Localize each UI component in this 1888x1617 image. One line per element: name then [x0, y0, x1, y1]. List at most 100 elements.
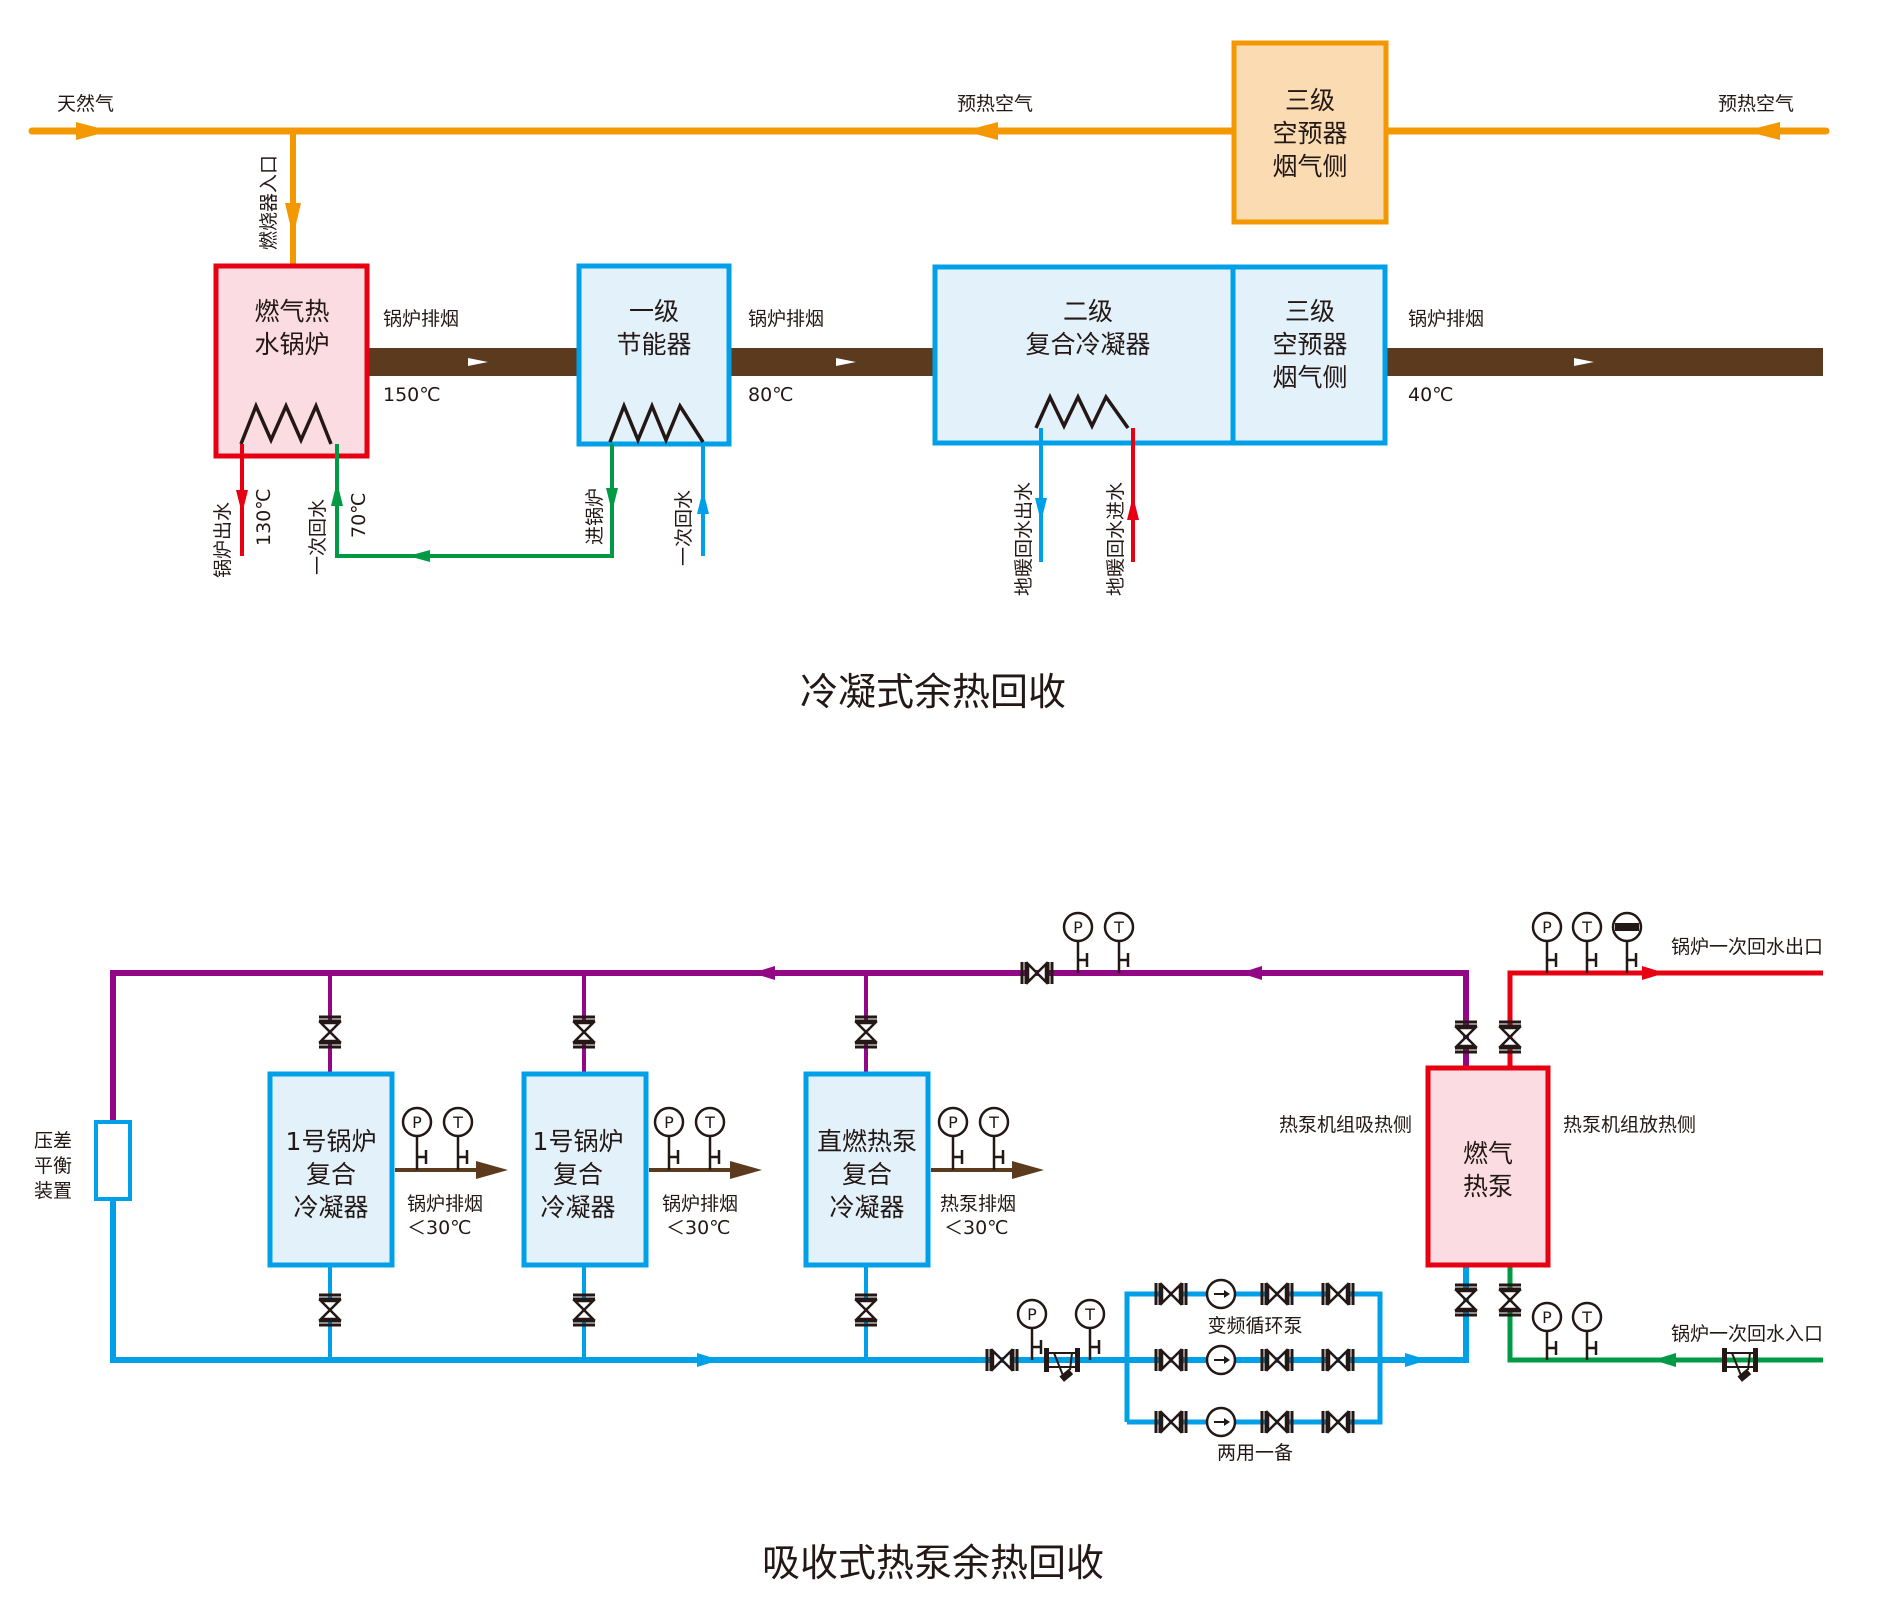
- condenser-1-flue-arrow-icon: [476, 1161, 508, 1179]
- condenser-3-flue-temp: ＜30℃: [944, 1217, 1009, 1239]
- blue-arrow-icon-2: [1405, 1353, 1428, 1367]
- svg-text:P: P: [1073, 918, 1083, 937]
- condenser-3-flue-label: 热泵排烟: [940, 1193, 1016, 1215]
- svg-text:T: T: [1581, 1308, 1592, 1327]
- condenser-1-top-valve-icon[interactable]: [317, 1015, 343, 1049]
- pump-2-inlet-valve-icon[interactable]: [1154, 1347, 1188, 1373]
- burner-inlet-label: 燃烧器入口: [258, 155, 280, 250]
- svg-text:T: T: [1084, 1305, 1095, 1324]
- hp-release-bottom-valve-icon[interactable]: [1497, 1283, 1523, 1317]
- economizer-line-2: 节能器: [616, 330, 691, 359]
- outlet-flow-meter-icon: [1611, 911, 1643, 973]
- primary-return-loop: [335, 444, 614, 558]
- svg-text:T: T: [1113, 918, 1124, 937]
- preheated-air-arrow-icon: [964, 122, 998, 140]
- preheated-air-mid-label: 预热空气: [957, 93, 1033, 115]
- condenser-3-bottom-valve-icon[interactable]: [853, 1293, 879, 1327]
- burner-arrow-icon: [285, 203, 301, 237]
- condenser-3-line-1: 直燃热泵: [817, 1127, 917, 1156]
- condenser-2-bottom-valve-icon[interactable]: [571, 1293, 597, 1327]
- outlet-label: 锅炉一次回水出口: [1671, 936, 1823, 958]
- inlet-strainer-icon: [1721, 1347, 1759, 1383]
- heat-pump-line-2: 热泵: [1463, 1172, 1513, 1201]
- condenser-1-line-3: 冷凝器: [293, 1193, 368, 1222]
- return-pressure-gauge-icon: P: [1016, 1298, 1048, 1360]
- hp-release-outlet-pipe: [1507, 970, 1823, 1066]
- flue-arrow-icon-1: [468, 358, 488, 366]
- condenser-2-top-valve-icon[interactable]: [571, 1015, 597, 1049]
- flue-pipe-2: [731, 348, 933, 376]
- condenser-2-line-3: 冷凝器: [540, 1193, 615, 1222]
- gas-inlet-arrow-icon: [76, 122, 110, 140]
- condenser-1-flue-label: 锅炉排烟: [407, 1193, 483, 1215]
- flue-arrow-icon-3: [1574, 358, 1594, 366]
- flue-label-3: 锅炉排烟: [1408, 308, 1484, 330]
- condenser-2-line-1: 1号锅炉: [533, 1127, 624, 1156]
- balance-line-2: 平衡: [34, 1155, 72, 1177]
- header-thermometer-icon: T: [1103, 911, 1135, 973]
- pump-2-check-valve-icon[interactable]: [1260, 1347, 1294, 1373]
- svg-text:P: P: [1542, 918, 1552, 937]
- preheated-air-right-label: 预热空气: [1718, 93, 1794, 115]
- svg-text:P: P: [1542, 1308, 1552, 1327]
- condenser-2-line-2: 复合: [553, 1160, 603, 1189]
- flue-pipe-3: [1387, 348, 1823, 376]
- condenser-1-box: [267, 1071, 395, 1268]
- condenser-1-bottom-valve-icon[interactable]: [317, 1293, 343, 1327]
- outlet-thermometer-icon: T: [1571, 911, 1603, 973]
- flue-temp-1: 150℃: [383, 384, 441, 406]
- hp-release-side-label: 热泵机组放热侧: [1563, 1114, 1696, 1136]
- return-isolation-valve-icon[interactable]: [985, 1347, 1019, 1373]
- header-pressure-gauge-icon: P: [1062, 911, 1094, 973]
- pump-2-outlet-valve-icon[interactable]: [1321, 1347, 1355, 1373]
- flue-label-2: 锅炉排烟: [748, 308, 824, 330]
- floor-out-label: 地暖回水出水: [1013, 482, 1035, 596]
- balance-line-3: 装置: [34, 1180, 72, 1202]
- svg-text:T: T: [1581, 918, 1592, 937]
- bottom-diagram-title: 吸收式热泵余热回收: [762, 1541, 1104, 1585]
- inlet-pressure-gauge-icon: P: [1531, 1301, 1563, 1360]
- pump-1-check-valve-icon[interactable]: [1260, 1281, 1294, 1307]
- gas-boiler-box: [213, 263, 370, 459]
- condenser-1-line-1: 1号锅炉: [286, 1127, 377, 1156]
- header-isolation-valve-icon[interactable]: [1020, 960, 1054, 986]
- pump-3-inlet-valve-icon[interactable]: [1154, 1409, 1188, 1435]
- condenser-1-thermometer-icon: T: [442, 1106, 474, 1170]
- pump-1-outlet-valve-icon[interactable]: [1321, 1281, 1355, 1307]
- economizer-line-1: 一级: [629, 297, 679, 326]
- hp-release-top-valve-icon[interactable]: [1497, 1020, 1523, 1054]
- blue-arrow-icon-1: [697, 1353, 720, 1367]
- condenser-2-pressure-gauge-icon: P: [653, 1106, 685, 1170]
- pressure-balance-device: [94, 1120, 132, 1201]
- primary-return-arrow-icon-1: [331, 482, 343, 506]
- aph-flue-line-3: 烟气侧: [1272, 363, 1347, 392]
- boiler-line-2: 水锅炉: [254, 330, 329, 359]
- condenser-3-top-valve-icon[interactable]: [853, 1015, 879, 1049]
- svg-text:P: P: [664, 1113, 674, 1132]
- pump-label: 变频循环泵: [1207, 1315, 1302, 1337]
- pump-2-icon[interactable]: [1205, 1344, 1237, 1376]
- hp-absorb-bottom-valve-icon[interactable]: [1453, 1283, 1479, 1317]
- primary-return-arrow-icon-2: [408, 550, 430, 562]
- svg-text:P: P: [948, 1113, 958, 1132]
- to-boiler-arrow-icon: [606, 488, 618, 512]
- svg-text:P: P: [412, 1113, 422, 1132]
- to-boiler-label: 进锅炉: [584, 488, 606, 545]
- hp-absorb-top-valve-icon[interactable]: [1453, 1020, 1479, 1054]
- flue-arrow-icon-2: [836, 358, 856, 366]
- pump-3-check-valve-icon[interactable]: [1260, 1409, 1294, 1435]
- air-inlet-arrow-icon: [1745, 122, 1780, 140]
- pump-3-outlet-valve-icon[interactable]: [1321, 1409, 1355, 1435]
- pump-3-icon[interactable]: [1205, 1406, 1237, 1438]
- condenser-2-flue-label: 锅炉排烟: [662, 1193, 738, 1215]
- pump-1-inlet-valve-icon[interactable]: [1154, 1281, 1188, 1307]
- air-preheater-box-top: [1231, 40, 1389, 225]
- inlet-thermometer-icon: T: [1571, 1301, 1603, 1360]
- pump-1-icon[interactable]: [1205, 1278, 1237, 1310]
- purple-arrow-icon-2: [1240, 966, 1262, 980]
- primary-return-label-2: 一次回水: [673, 490, 695, 566]
- boiler-out-temp: 130℃: [253, 488, 275, 546]
- floor-out-arrow-icon: [1035, 498, 1047, 522]
- aph-top-line-2: 空预器: [1272, 119, 1347, 148]
- purple-header-line: [110, 970, 1469, 1120]
